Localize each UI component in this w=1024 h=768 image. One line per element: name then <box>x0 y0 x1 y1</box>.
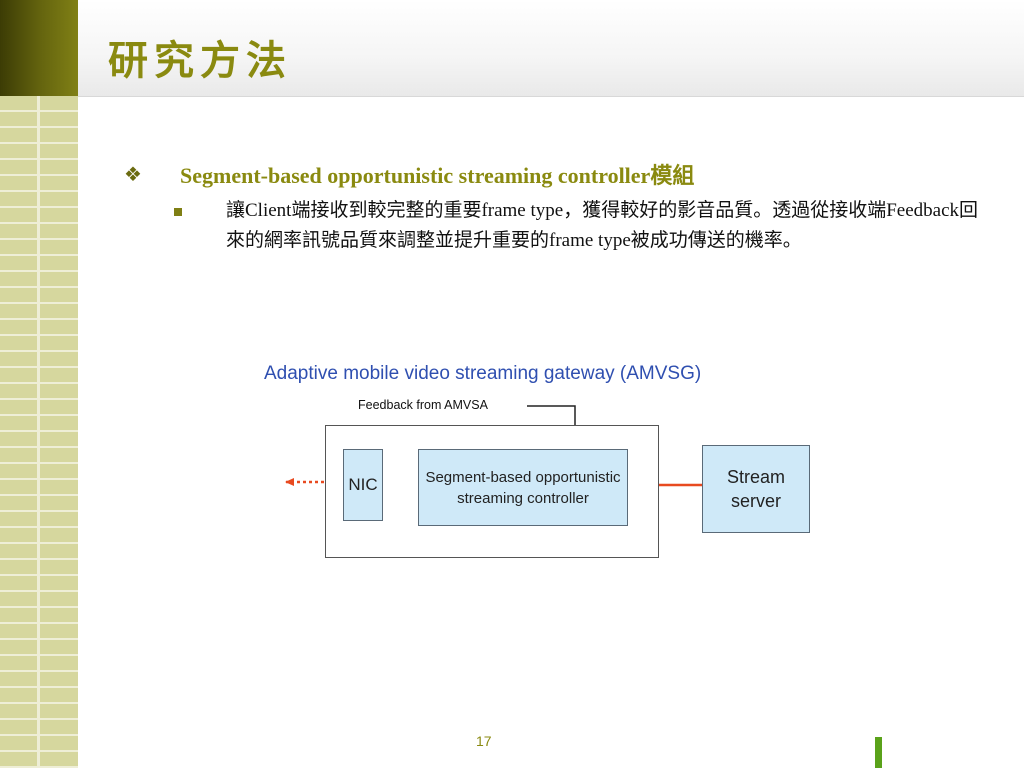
bullet-level2: 讓Client端接收到較完整的重要frame type，獲得較好的影音品質。透過… <box>174 196 986 256</box>
stream-server-label: Stream server <box>726 467 786 511</box>
corner-accent-bar <box>875 737 882 768</box>
left-sidebar-decoration <box>0 0 78 768</box>
page-number: 17 <box>476 733 492 749</box>
square-bullet-icon <box>174 208 182 216</box>
diagram-title: Adaptive mobile video streaming gateway … <box>264 363 702 384</box>
slide-header: 研究方法 <box>78 0 1024 97</box>
stream-server-box: Stream server <box>702 445 810 533</box>
diamond-cluster-icon: ❖ <box>124 162 142 186</box>
nic-box: NIC <box>343 449 383 521</box>
controller-label: Segment-based opportunistic streaming co… <box>425 468 621 507</box>
bullet-main-text: Segment-based opportunistic streaming co… <box>180 163 695 188</box>
controller-box: Segment-based opportunistic streaming co… <box>418 449 628 526</box>
bullet-sub-text: 讓Client端接收到較完整的重要frame type，獲得較好的影音品質。透過… <box>226 200 979 251</box>
sidebar-grid-pattern <box>0 96 78 768</box>
bullet-level1: ❖ Segment-based opportunistic streaming … <box>124 158 694 190</box>
sidebar-dark-band <box>0 0 78 96</box>
page-title: 研究方法 <box>108 37 292 84</box>
nic-label: NIC <box>348 475 378 494</box>
feedback-label: Feedback from AMVSA <box>358 398 488 412</box>
amvsg-diagram: Adaptive mobile video streaming gateway … <box>264 355 830 575</box>
